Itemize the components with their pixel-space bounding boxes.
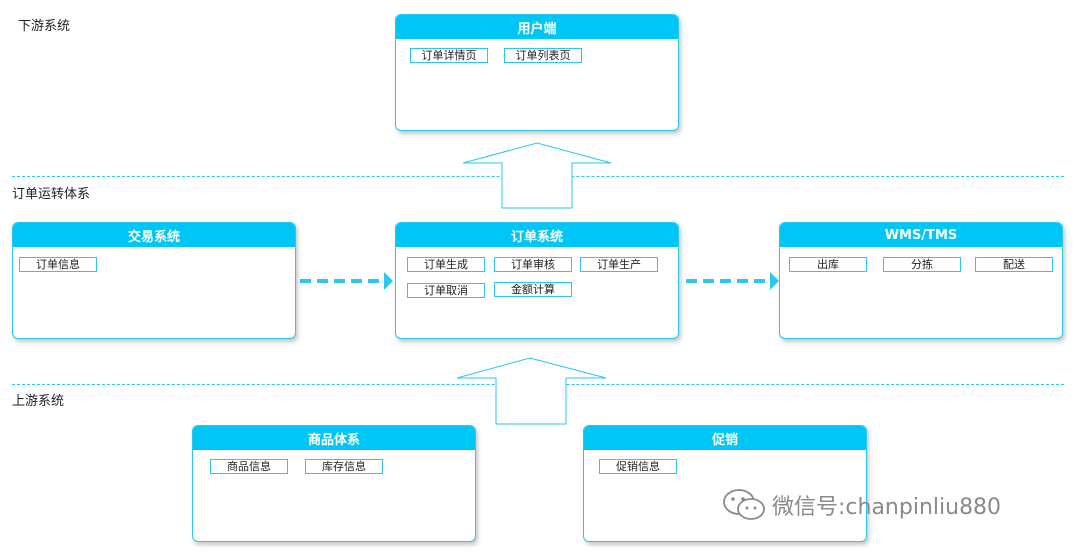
box-product-system-title: 商品体系 xyxy=(193,426,475,450)
box-promotion: 促销 促销信息 xyxy=(583,425,867,542)
chip-order-detail-page: 订单详情页 xyxy=(410,48,488,63)
box-wms-tms-title: WMS/TMS xyxy=(780,223,1062,247)
chip-order-review: 订单审核 xyxy=(494,257,572,272)
section-label-order-flow: 订单运转体系 xyxy=(12,187,91,202)
section-label-upstream: 上游系统 xyxy=(12,394,65,409)
chip-outbound: 出库 xyxy=(789,257,867,272)
up-arrow-from-upstream xyxy=(456,357,607,425)
up-arrow-to-user-end xyxy=(462,142,612,209)
chip-amount-calc: 金额计算 xyxy=(494,282,572,297)
chip-delivery: 配送 xyxy=(975,257,1053,272)
chip-promo-info: 促销信息 xyxy=(599,459,677,474)
arrowhead-order-to-wms xyxy=(770,272,779,290)
box-product-system: 商品体系 商品信息 库存信息 xyxy=(192,425,476,542)
chip-product-info: 商品信息 xyxy=(210,459,288,474)
box-trade-system-title: 交易系统 xyxy=(13,223,295,247)
chip-order-generate: 订单生成 xyxy=(407,257,485,272)
watermark: 微信号:chanpinliu880 xyxy=(722,488,1001,522)
box-promotion-title: 促销 xyxy=(584,426,866,450)
box-wms-tms: WMS/TMS 出库 分拣 配送 xyxy=(779,222,1063,339)
chip-inventory-info: 库存信息 xyxy=(305,459,383,474)
chip-order-list-page: 订单列表页 xyxy=(504,48,582,63)
box-order-system: 订单系统 订单生成 订单审核 订单生产 订单取消 金额计算 xyxy=(395,222,679,339)
arrowhead-trade-to-order xyxy=(384,272,393,290)
chip-sorting: 分拣 xyxy=(883,257,961,272)
box-user-end-title: 用户端 xyxy=(396,15,678,39)
section-label-downstream: 下游系统 xyxy=(18,19,71,34)
box-trade-system: 交易系统 订单信息 xyxy=(12,222,296,339)
watermark-text: 微信号:chanpinliu880 xyxy=(772,495,1002,520)
box-user-end: 用户端 订单详情页 订单列表页 xyxy=(395,14,679,131)
box-order-system-title: 订单系统 xyxy=(396,223,678,247)
chip-order-produce: 订单生产 xyxy=(580,257,658,272)
chip-order-cancel: 订单取消 xyxy=(407,283,485,298)
wechat-icon xyxy=(723,489,765,520)
chip-order-info: 订单信息 xyxy=(19,257,97,272)
